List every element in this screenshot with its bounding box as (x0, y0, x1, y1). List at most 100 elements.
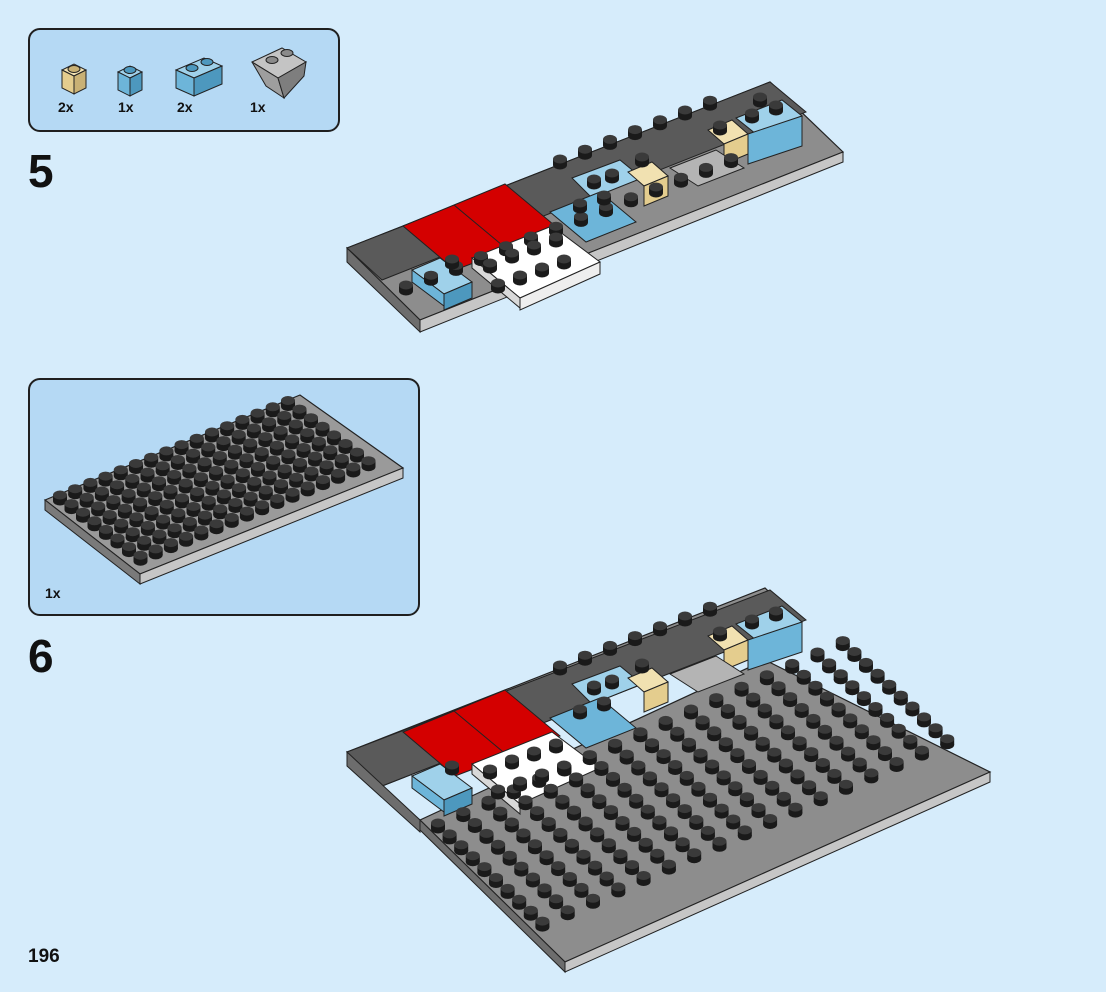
stud (608, 739, 622, 754)
stud (691, 782, 705, 797)
stud (650, 849, 664, 864)
stud (587, 175, 601, 190)
stud (164, 538, 178, 553)
stud (758, 704, 772, 719)
stud (574, 883, 588, 898)
stud (733, 715, 747, 730)
stud (822, 658, 836, 673)
stud (783, 692, 797, 707)
stud (769, 101, 783, 116)
stud (579, 817, 593, 832)
stud (505, 818, 519, 833)
stud (618, 783, 632, 798)
stud (491, 279, 505, 294)
stud (719, 737, 733, 752)
stud (753, 93, 767, 108)
stud (555, 795, 569, 810)
stud (549, 233, 563, 248)
stud (633, 727, 647, 742)
stud (781, 725, 795, 740)
stud (707, 726, 721, 741)
stud (678, 106, 692, 121)
stud (836, 636, 850, 651)
stud (834, 669, 848, 684)
stud (880, 713, 894, 728)
stud (605, 675, 619, 690)
stud (664, 826, 678, 841)
stud (616, 816, 630, 831)
stud (662, 860, 676, 875)
stud (588, 861, 602, 876)
stud (728, 781, 742, 796)
stud (519, 795, 533, 810)
stud (577, 850, 591, 865)
stud (635, 153, 649, 168)
stud (480, 829, 494, 844)
stud (769, 607, 783, 622)
stud (557, 761, 571, 776)
stud (730, 748, 744, 763)
stud (483, 765, 497, 780)
stud (705, 760, 719, 775)
stud (301, 481, 315, 496)
stud (703, 96, 717, 111)
stud (760, 670, 774, 685)
stud (676, 837, 690, 852)
stud (443, 829, 457, 844)
stud (553, 828, 567, 843)
stud (820, 692, 834, 707)
stud (445, 761, 459, 776)
stud (703, 602, 717, 617)
stud (445, 255, 459, 270)
stud (538, 883, 552, 898)
stud (818, 725, 832, 740)
stud (857, 691, 871, 706)
stud (832, 703, 846, 718)
stud (583, 750, 597, 765)
stud (549, 894, 563, 909)
stud (643, 771, 657, 786)
stud (493, 807, 507, 822)
stud (600, 872, 614, 887)
stud (765, 781, 779, 796)
stud (709, 693, 723, 708)
stud (468, 818, 482, 833)
stud (561, 905, 575, 920)
stud (756, 737, 770, 752)
blue-1x1-brick-icon (118, 66, 142, 96)
stud (726, 815, 740, 830)
stud (841, 747, 855, 762)
stud (717, 770, 731, 785)
stud (657, 749, 671, 764)
stud (802, 780, 816, 795)
stud (399, 281, 413, 296)
stud (713, 837, 727, 852)
stud (603, 641, 617, 656)
stud (735, 682, 749, 697)
stud (565, 839, 579, 854)
stud (871, 669, 885, 684)
stud (581, 783, 595, 798)
stud (670, 727, 684, 742)
stud (255, 500, 269, 515)
stud (625, 860, 639, 875)
stud (738, 825, 752, 840)
stud (769, 714, 783, 729)
stud (524, 906, 538, 921)
stud (573, 199, 587, 214)
stud (586, 894, 600, 909)
stud (286, 488, 300, 503)
stud (346, 463, 360, 478)
stud (777, 792, 791, 807)
tan-1x1-brick-icon (62, 64, 86, 94)
stud (890, 757, 904, 772)
stud (713, 627, 727, 642)
stud (362, 456, 376, 471)
stud (454, 840, 468, 855)
stud (703, 793, 717, 808)
stud (535, 769, 549, 784)
stud (605, 169, 619, 184)
stud (553, 661, 567, 676)
stud (604, 805, 618, 820)
